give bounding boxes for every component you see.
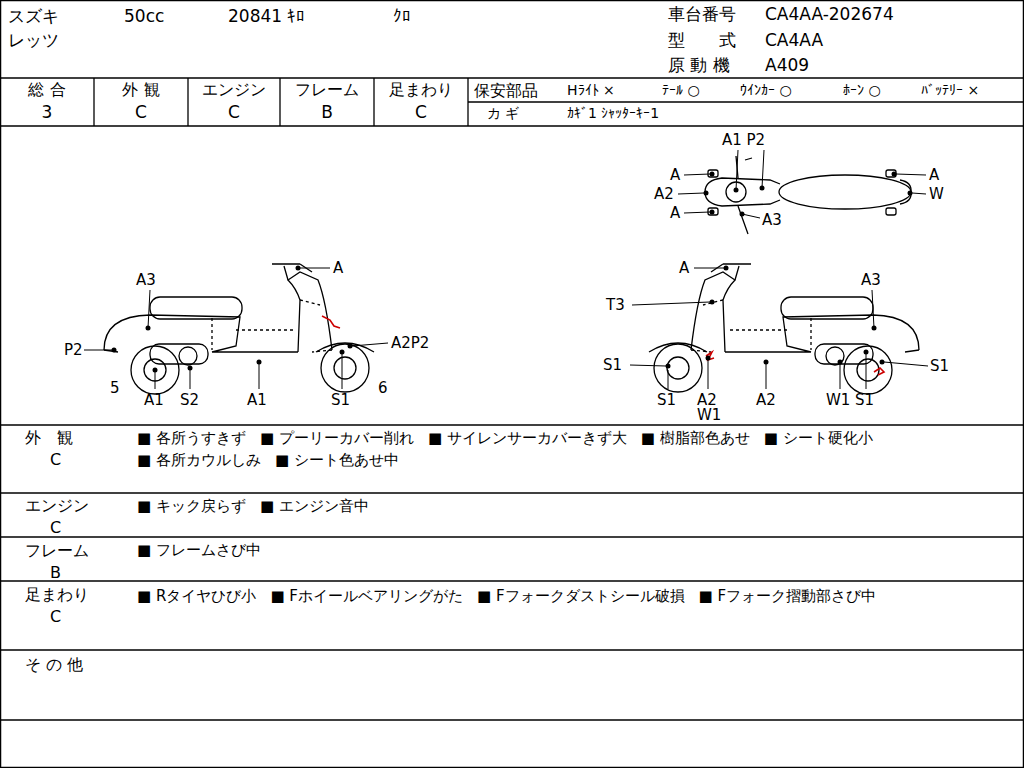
remark-item: ■ 各所うすきず [137,429,246,447]
damage-callout: A2 [654,185,674,203]
remark-heading: 足まわり [25,585,89,604]
remark-item: ■ フレームさび中 [137,541,261,559]
equipment-field: Hﾗｲﾄ × [567,82,615,99]
damage-callout: P2 [64,341,83,359]
remark-heading: フレーム [25,541,89,560]
damage-dot [112,172,913,373]
remark-heading: 外 観 [25,428,73,447]
header-field: スズキ [8,6,59,26]
damage-callout: A [670,166,680,184]
damage-callout: S1 [657,391,676,409]
remark-item: ■ Rタイヤひび小 [137,587,256,605]
score-heading: 足まわり [389,80,453,99]
damage-callout: A [929,166,939,184]
damage-mark [322,316,884,375]
header-field: 50cc [124,6,164,26]
damage-callout: A3 [762,211,782,229]
equipment-field: ｳｲﾝｶｰ ○ [740,82,792,99]
score-value: 3 [42,102,53,122]
score-heading: エンジン [202,80,266,99]
remark-item: ■ エンジン音中 [260,497,369,515]
equipment-field: カ ギ [487,105,519,122]
equipment-field: ﾎｰﾝ ○ [843,82,881,99]
score-value: C [135,102,147,122]
remark-item: ■ キック戻らず [137,497,246,515]
damage-callout: A1 P2 [722,131,765,149]
remark-heading: エンジン [25,496,89,515]
remark-item: ■ Fフォークダストシール破損 [477,587,685,605]
damage-callout: A3 [861,271,881,289]
header-field: 型 式 [668,30,736,50]
damage-callout: S2 [180,391,199,409]
damage-callout: A [670,204,680,222]
equipment-field: ﾃｰﾙ ○ [662,82,700,99]
score-heading: 総 合 [28,80,65,99]
damage-callout: A2P2 [391,334,429,352]
equipment-field: 保安部品 [474,81,538,100]
header-field: 車台番号 [668,4,736,24]
damage-callout: W1 [697,406,721,424]
remark-item: ■ サイレンサーカバーきず大 [428,429,627,447]
damage-callout: A [679,259,689,277]
remark-grade: C [50,607,61,626]
damage-callout: A [333,259,343,277]
damage-callout: S1 [855,391,874,409]
damage-callout: S1 [331,391,350,409]
damage-callout: W [929,185,944,203]
score-value: C [415,102,427,122]
header-field: ｸﾛ [393,6,411,26]
score-heading: フレーム [295,80,359,99]
score-value: C [228,102,240,122]
leader-line [84,150,928,389]
header-field: レッツ [8,30,59,50]
remark-item: ■ 樹脂部色あせ [641,429,750,447]
score-heading: 外 観 [122,80,159,99]
header-field: A409 [765,55,809,75]
header-field: CA4AA [765,30,823,50]
remark-item: ■ シート色あせ中 [275,451,399,469]
remark-item: ■ 各所カウルしみ [137,451,261,469]
scooter-top [705,156,911,234]
remark-grade: C [50,518,61,537]
remark-item: ■ Fフォーク摺動部さび中 [699,587,877,605]
damage-callout: A3 [136,271,156,289]
remark-heading: そ の 他 [25,655,83,674]
score-value: B [321,102,333,122]
damage-callout: W1 [826,391,850,409]
header-field: CA4AA-202674 [765,4,894,24]
header-field: 20841 ｷﾛ [228,6,305,26]
equipment-field: ｶｷﾞ1 ｼｬｯﾀｰｷｰ1 [567,105,659,122]
damage-callout: S1 [603,356,622,374]
remark-item: ■ プーリーカバー削れ [260,429,414,447]
remark-grade: B [50,563,61,582]
damage-callout: A1 [247,391,267,409]
equipment-field: ﾊﾞｯﾃﾘｰ × [921,82,979,99]
damage-callout: 5 [110,379,120,397]
damage-callout: S1 [930,357,949,375]
damage-callout: A2 [756,391,776,409]
remark-grade: C [50,450,61,469]
damage-callout: T3 [606,296,625,314]
header-field: 原 動 機 [668,55,730,75]
damage-callout: A1 [144,391,164,409]
remark-item: ■ Fホイールベアリングがた [270,587,463,605]
damage-callout: 6 [378,379,388,397]
remark-item: ■ シート硬化小 [764,429,873,447]
